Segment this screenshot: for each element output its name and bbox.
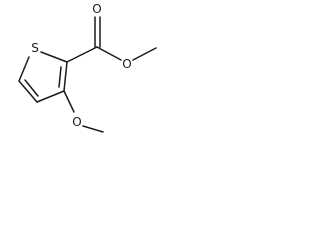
bond-ester-o-methyl <box>132 47 157 61</box>
carbonyl-oxygen-label: O <box>92 2 101 16</box>
ester-oxygen-label: O <box>122 57 131 71</box>
bond-methoxy-o-methyl <box>82 125 104 133</box>
sulfur-atom-label: S <box>31 41 39 55</box>
bond-c3-c4 <box>36 90 65 103</box>
bond-c5-s <box>18 56 30 82</box>
chemical-structure: S O O O <box>18 2 157 133</box>
bond-c2-carbonyl-c <box>66 46 98 63</box>
bond-carbonyl-c-o <box>96 46 122 61</box>
bond-c4-c5-double <box>18 80 38 103</box>
bond-c3-methoxy-o <box>63 90 75 113</box>
bond-s-c2 <box>40 51 68 63</box>
bond-c2-c3-inner <box>58 66 62 88</box>
methoxy-oxygen-label: O <box>72 115 81 129</box>
bond-c4-c5-inner <box>24 79 39 97</box>
bond-c2-c3-double <box>63 61 68 92</box>
